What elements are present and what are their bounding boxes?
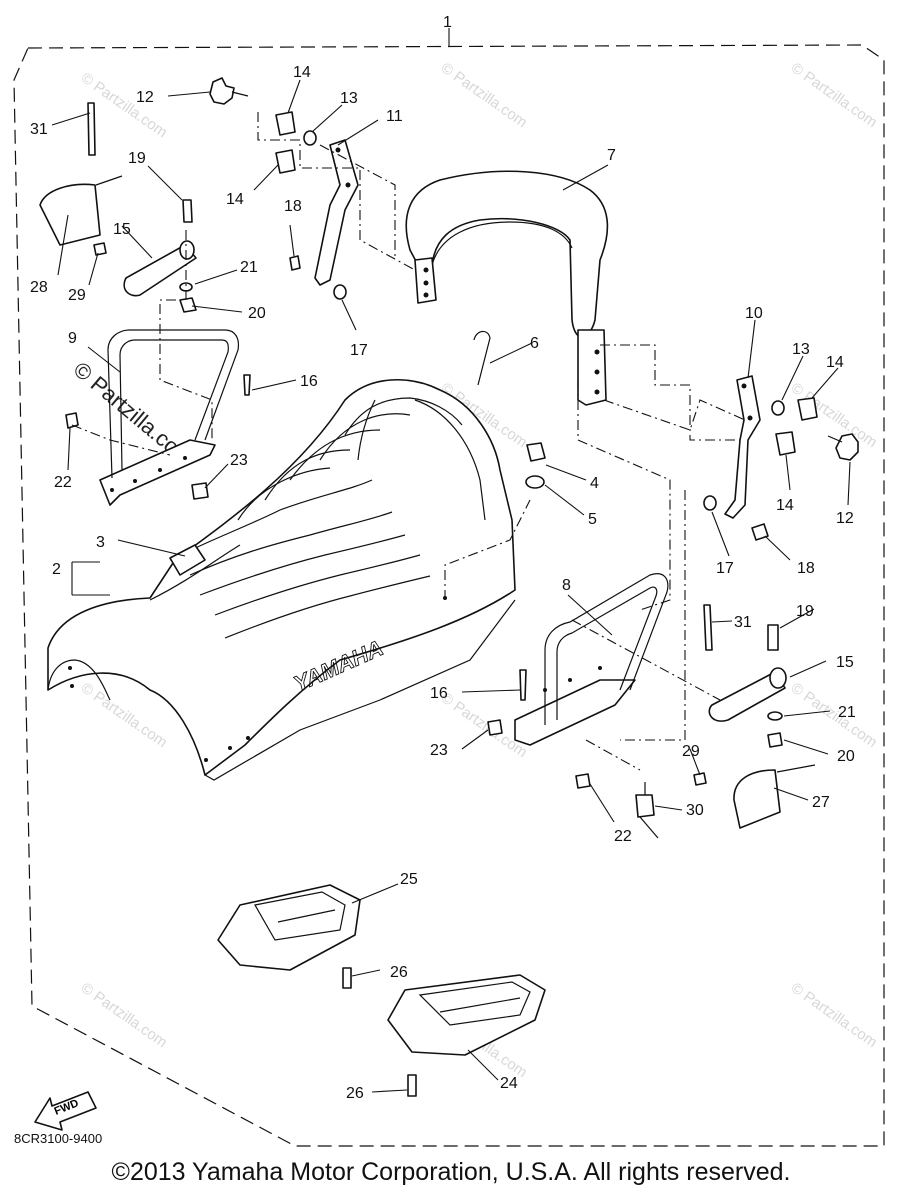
backrest-stay-11 <box>314 139 359 286</box>
watermark: © Partzilla.com <box>438 59 531 131</box>
callout-number: 28 <box>30 279 48 296</box>
watermark: © Partzilla.com <box>788 679 881 751</box>
callout-number: 20 <box>248 305 266 322</box>
copyright-notice: ©2013 Yamaha Motor Corporation, U.S.A. A… <box>111 1158 791 1186</box>
watermark: © Partzilla.com <box>788 59 881 131</box>
callout-number: 23 <box>230 452 248 469</box>
watermark: © Partzilla.com <box>788 979 881 1051</box>
callout-number: 29 <box>682 743 700 760</box>
leader-lines <box>51 79 851 1093</box>
callout-number: 16 <box>300 373 318 390</box>
bolts <box>65 199 779 1097</box>
callout-number: 18 <box>284 198 302 215</box>
switch-30 <box>635 782 659 839</box>
fwd-arrow-icon: FWD <box>34 1091 97 1131</box>
callout-number: 6 <box>530 335 539 352</box>
callout-number: 25 <box>400 871 418 888</box>
cylinder-15-right <box>708 667 787 722</box>
callout-number: 18 <box>797 560 815 577</box>
grab-bar-9 <box>99 329 240 506</box>
plate-27 <box>733 764 816 829</box>
drawing-code: 8CR3100-9400 <box>14 1131 103 1146</box>
callout-number: 14 <box>826 354 844 371</box>
callout-number: 22 <box>614 828 632 845</box>
callout-number: 8 <box>562 577 571 594</box>
callout-number: 31 <box>734 614 752 631</box>
grab-bar-8 <box>514 573 669 746</box>
footrest-25 <box>217 884 361 971</box>
callout-number: 5 <box>588 511 597 528</box>
spacers-14 <box>275 111 818 456</box>
callout-number: 13 <box>340 90 358 107</box>
callout-number: 26 <box>390 964 408 981</box>
callout-number: 20 <box>837 748 855 765</box>
callout-number: 12 <box>136 89 154 106</box>
callout-number: 17 <box>716 560 734 577</box>
rod-31-right <box>703 604 713 651</box>
callout-number: 7 <box>607 147 616 164</box>
knob-12-right <box>827 433 859 461</box>
hinge-pin-6 <box>473 330 491 386</box>
watermark: © Partzilla.com <box>78 979 171 1051</box>
callout-number: 21 <box>838 704 856 721</box>
callout-number: 9 <box>68 330 77 347</box>
cylinder-15-left <box>123 240 197 297</box>
callout-number: 1 <box>443 14 452 31</box>
seat-emblem-3 <box>169 544 206 576</box>
knob-12-left <box>209 77 249 105</box>
callout-number: 21 <box>240 259 258 276</box>
callout-number: 26 <box>346 1085 364 1102</box>
callout-number: 24 <box>500 1075 518 1092</box>
callout-number: 12 <box>836 510 854 527</box>
callout-number: 15 <box>836 654 854 671</box>
callout-number: 17 <box>350 342 368 359</box>
callout-number: 10 <box>745 305 763 322</box>
callouts: 1 2 3 4 5 6 7 8 9 10 11 12 12 13 13 14 1… <box>30 14 856 1102</box>
callout-number: 23 <box>430 742 448 759</box>
callout-number: 11 <box>386 108 403 125</box>
assembly-lines <box>71 112 746 771</box>
footrest-24 <box>387 974 546 1056</box>
backrest-pad <box>405 170 609 406</box>
callout-number: 14 <box>293 64 311 81</box>
callout-number: 14 <box>776 497 794 514</box>
callout-number: 2 <box>52 561 61 578</box>
backrest-stay-10 <box>724 375 761 519</box>
callout-number: 14 <box>226 191 244 208</box>
seat: YAMAHA <box>47 378 516 781</box>
washers-13 <box>303 130 785 416</box>
callout-number: 30 <box>686 802 704 819</box>
callout-number: 22 <box>54 474 72 491</box>
callout-number: 4 <box>590 475 599 492</box>
callout-number: 19 <box>796 603 814 620</box>
callout-number: 16 <box>430 685 448 702</box>
nuts <box>179 282 783 748</box>
callout-number: 27 <box>812 794 830 811</box>
callout-number: 19 <box>128 150 146 167</box>
callout-number: 3 <box>96 534 105 551</box>
callout-number: 15 <box>113 221 131 238</box>
callout-number: 13 <box>792 341 810 358</box>
plate-28 <box>39 175 123 246</box>
rod-31-left <box>87 102 96 156</box>
callout-number: 29 <box>68 287 86 304</box>
callout-number: 31 <box>30 121 48 138</box>
